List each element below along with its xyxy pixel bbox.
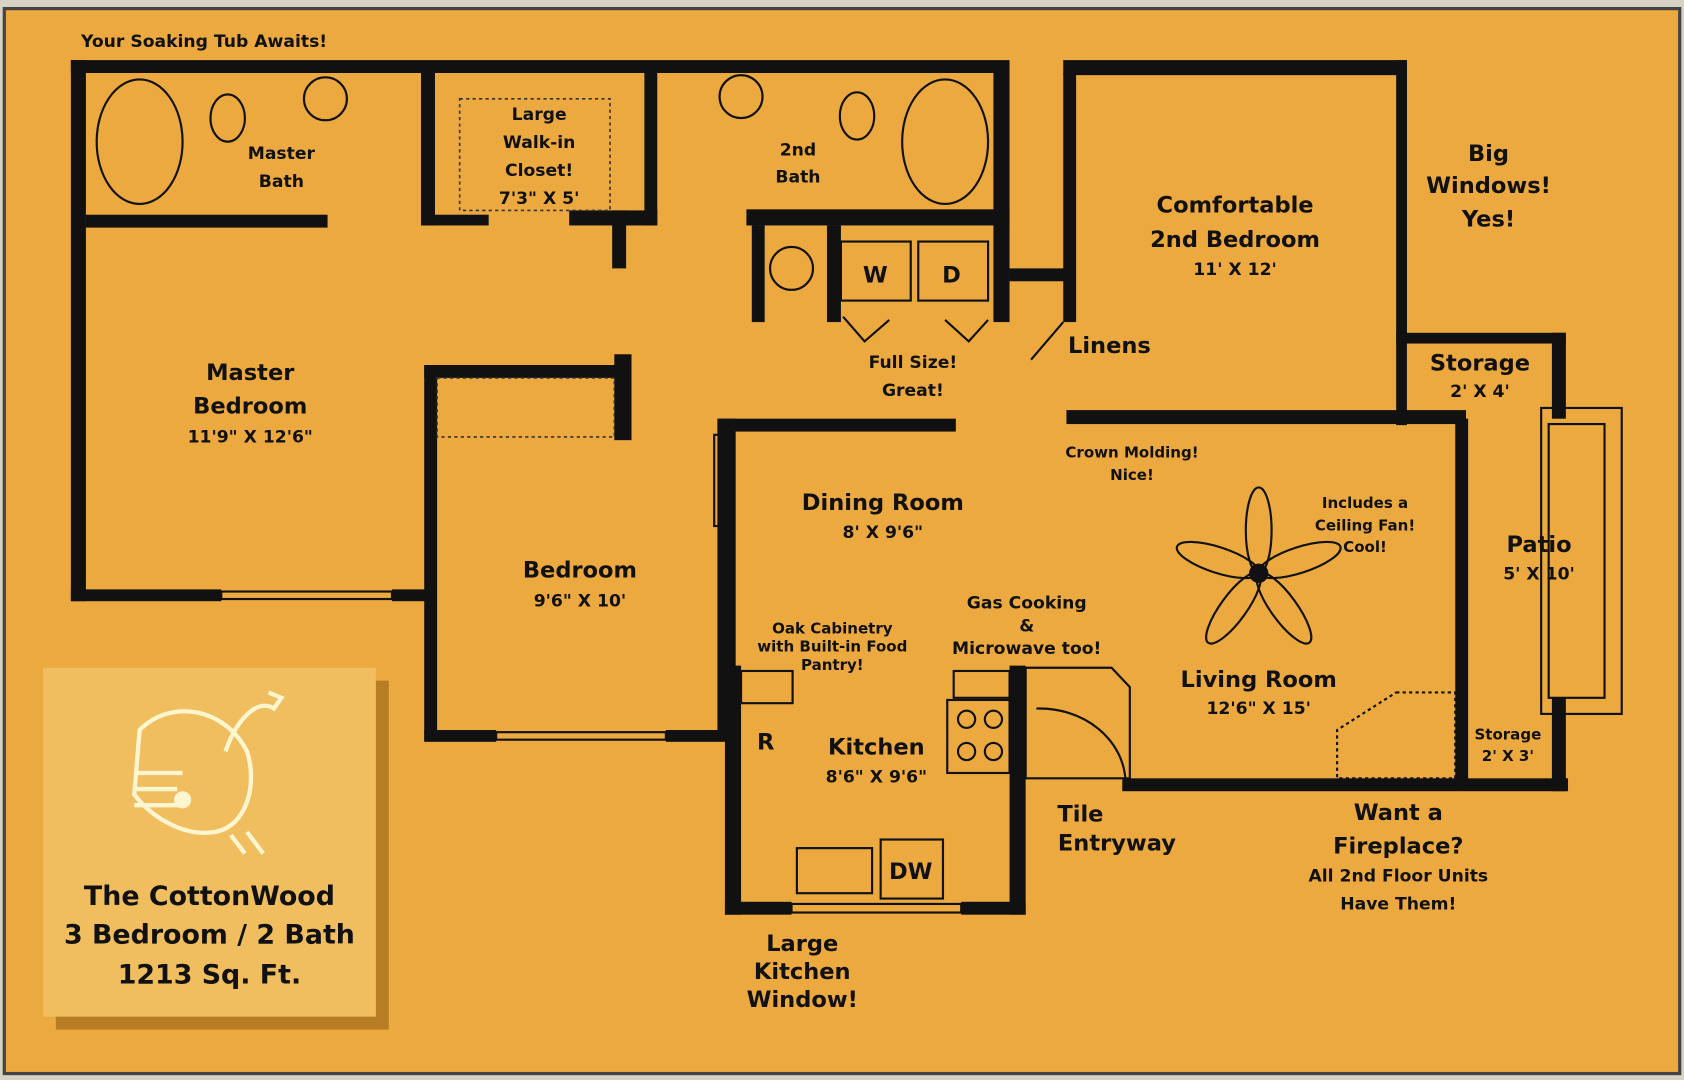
svg-text:12'6" X 15': 12'6" X 15' [1206, 699, 1310, 719]
svg-text:DW: DW [889, 859, 933, 885]
svg-text:Bath: Bath [259, 172, 304, 192]
svg-text:Closet!: Closet! [505, 161, 573, 181]
svg-text:Dining Room: Dining Room [802, 490, 964, 516]
svg-text:Pantry!: Pantry! [801, 656, 864, 674]
svg-text:2nd: 2nd [780, 141, 816, 161]
svg-text:Kitchen: Kitchen [828, 735, 925, 761]
svg-text:Big: Big [1468, 141, 1509, 167]
svg-text:Includes a: Includes a [1322, 494, 1408, 512]
svg-text:Large: Large [512, 105, 567, 125]
svg-text:All 2nd Floor Units: All 2nd Floor Units [1308, 866, 1488, 886]
svg-text:&: & [1019, 616, 1034, 636]
ceiling-fan-icon [1175, 486, 1342, 645]
svg-text:Tile: Tile [1057, 801, 1103, 827]
svg-text:Cool!: Cool! [1343, 538, 1387, 556]
svg-text:2' X 3': 2' X 3' [1482, 747, 1534, 765]
svg-text:Windows!: Windows! [1426, 173, 1551, 199]
plan-info-panel: The CottonWood 3 Bedroom / 2 Bath 1213 S… [42, 667, 389, 1030]
svg-text:Linens: Linens [1068, 333, 1151, 359]
rooster-logo-icon [132, 690, 285, 855]
svg-text:11' X 12': 11' X 12' [1193, 260, 1277, 280]
svg-text:Master: Master [248, 144, 316, 164]
svg-text:Ceiling Fan!: Ceiling Fan! [1315, 516, 1415, 534]
svg-text:with Built-in Food: with Built-in Food [757, 638, 907, 656]
svg-text:2nd Bedroom: 2nd Bedroom [1150, 227, 1320, 253]
svg-text:W: W [863, 262, 888, 288]
svg-text:Bath: Bath [775, 168, 820, 188]
svg-text:Bedroom: Bedroom [523, 558, 637, 584]
svg-text:Have Them!: Have Them! [1340, 894, 1456, 914]
svg-text:Living Room: Living Room [1181, 667, 1337, 693]
svg-text:9'6" X 10': 9'6" X 10' [534, 592, 626, 612]
svg-text:Oak Cabinetry: Oak Cabinetry [772, 619, 893, 637]
svg-text:Yes!: Yes! [1461, 207, 1515, 233]
svg-text:The CottonWood: The CottonWood [84, 881, 335, 912]
callouts: Big Windows! Yes! Full Size! Great! Crow… [747, 141, 1551, 1013]
svg-text:Walk-in: Walk-in [503, 133, 575, 153]
svg-text:Kitchen: Kitchen [754, 959, 851, 985]
svg-text:Microwave too!: Microwave too! [952, 639, 1101, 659]
svg-text:Full Size!: Full Size! [869, 353, 958, 373]
svg-text:5' X 10': 5' X 10' [1503, 565, 1575, 585]
svg-text:Bedroom: Bedroom [193, 393, 307, 419]
header-note: Your Soaking Tub Awaits! [80, 32, 327, 52]
svg-text:8' X 9'6": 8' X 9'6" [843, 523, 924, 543]
appliance-labels: W D R DW [757, 262, 961, 885]
svg-text:11'9" X 12'6": 11'9" X 12'6" [188, 427, 313, 447]
svg-text:Gas Cooking: Gas Cooking [967, 594, 1087, 614]
svg-text:3 Bedroom / 2 Bath: 3 Bedroom / 2 Bath [64, 920, 355, 951]
svg-text:R: R [757, 729, 774, 755]
svg-text:Patio: Patio [1506, 532, 1571, 558]
svg-text:Large: Large [766, 931, 838, 957]
svg-text:Want a: Want a [1354, 800, 1443, 826]
svg-text:Window!: Window! [747, 987, 858, 1013]
svg-text:Storage: Storage [1430, 350, 1530, 376]
svg-text:2' X 4': 2' X 4' [1450, 382, 1510, 402]
svg-text:Master: Master [206, 360, 295, 386]
windows-and-fixtures [95, 74, 1623, 914]
svg-text:7'3" X 5': 7'3" X 5' [499, 189, 580, 209]
svg-text:Storage: Storage [1474, 726, 1541, 744]
svg-text:Crown Molding!: Crown Molding! [1065, 443, 1198, 461]
room-labels: Master Bath Large Walk-in Closet! 7'3" X… [188, 105, 1575, 787]
svg-text:1213 Sq. Ft.: 1213 Sq. Ft. [118, 959, 301, 990]
svg-text:Fireplace?: Fireplace? [1333, 833, 1463, 859]
svg-text:8'6" X 9'6": 8'6" X 9'6" [826, 768, 927, 788]
walls [70, 60, 1569, 915]
svg-text:D: D [942, 262, 961, 288]
svg-text:Great!: Great! [882, 381, 944, 401]
svg-text:Comfortable: Comfortable [1157, 193, 1314, 219]
svg-text:Entryway: Entryway [1058, 830, 1176, 856]
svg-text:Nice!: Nice! [1110, 466, 1154, 484]
